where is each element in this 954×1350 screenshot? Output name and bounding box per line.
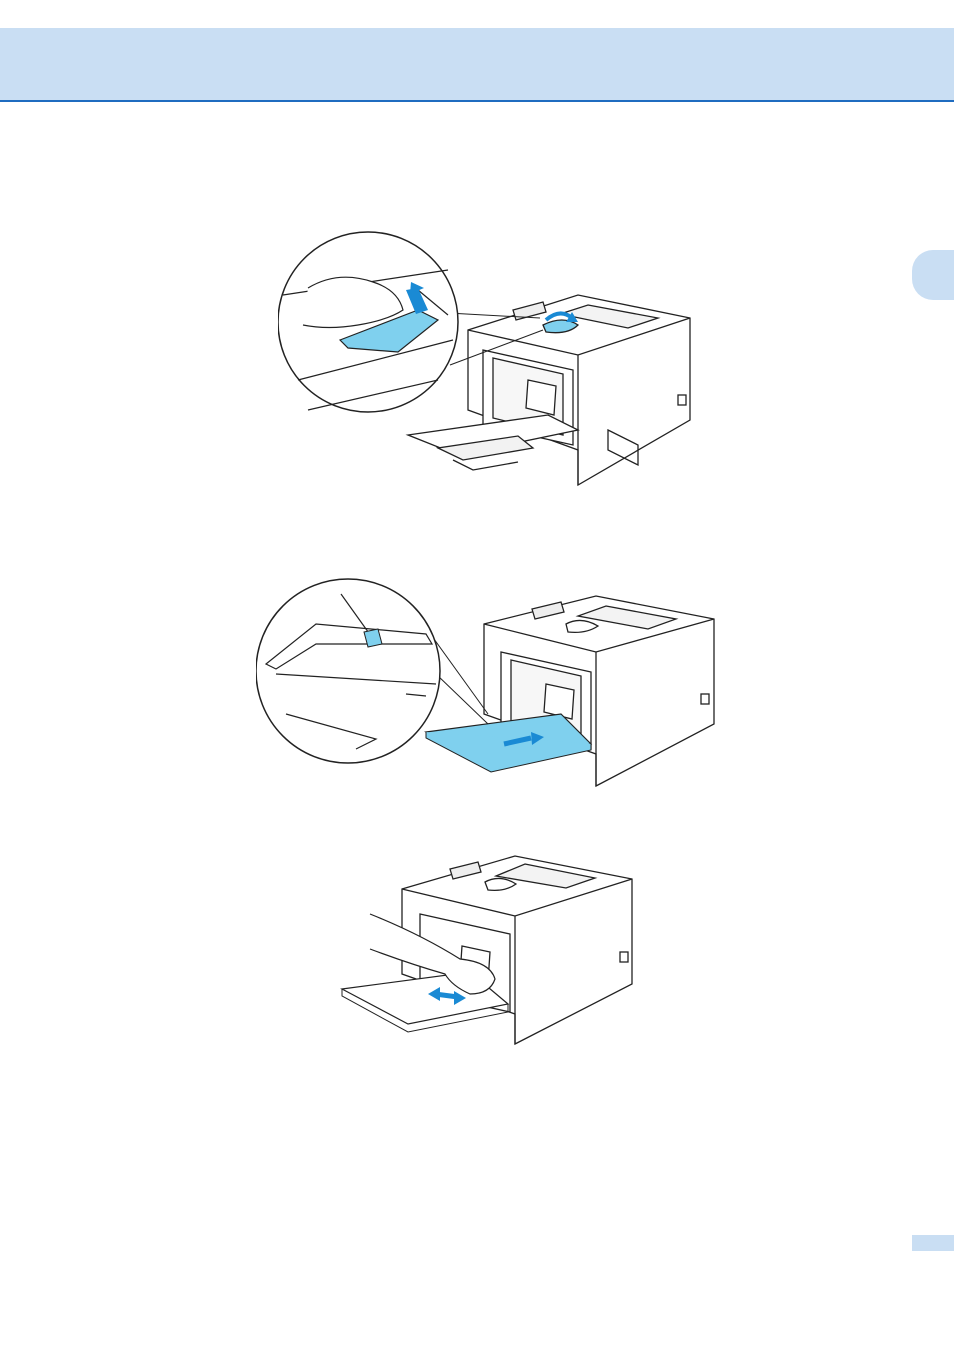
printer-illustration-3 [340, 854, 636, 1048]
figure-load-paper-mp-tray [256, 574, 720, 790]
printer-illustration-2 [256, 574, 720, 790]
page-number-box [912, 1235, 954, 1251]
printer-illustration-1 [278, 230, 698, 490]
figure-open-support-flap [278, 230, 698, 490]
figure-adjust-paper-guides [340, 854, 636, 1048]
header-band [0, 28, 954, 102]
chapter-tab [912, 250, 954, 300]
chapter-tab-label [912, 250, 954, 300]
